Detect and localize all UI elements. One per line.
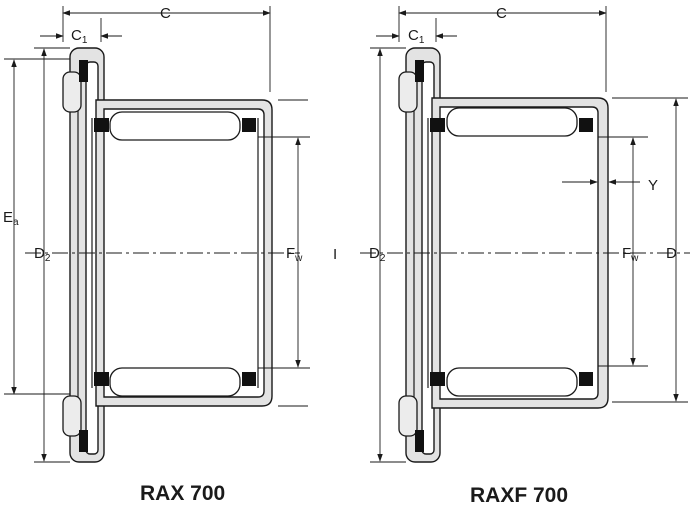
label-fw-right: Fw: [622, 245, 639, 264]
rax-700-drawing: [4, 6, 310, 463]
label-c1-right: C1: [408, 27, 425, 46]
label-d: D: [666, 245, 677, 262]
label-c-left: C: [160, 5, 171, 22]
label-c1-left: C1: [71, 27, 88, 46]
label-ea: Ea: [3, 209, 19, 228]
label-d2-right: D2: [369, 245, 386, 264]
label-stray-mark: I: [333, 246, 337, 263]
caption-rax-700: RAX 700: [140, 482, 225, 505]
label-y: Y: [648, 177, 658, 194]
label-fw-left: Fw: [286, 245, 303, 264]
raxf-700-drawing: [360, 6, 690, 463]
caption-raxf-700: RAXF 700: [470, 484, 568, 507]
label-d2-left: D2: [34, 245, 51, 264]
label-c-right: C: [496, 5, 507, 22]
